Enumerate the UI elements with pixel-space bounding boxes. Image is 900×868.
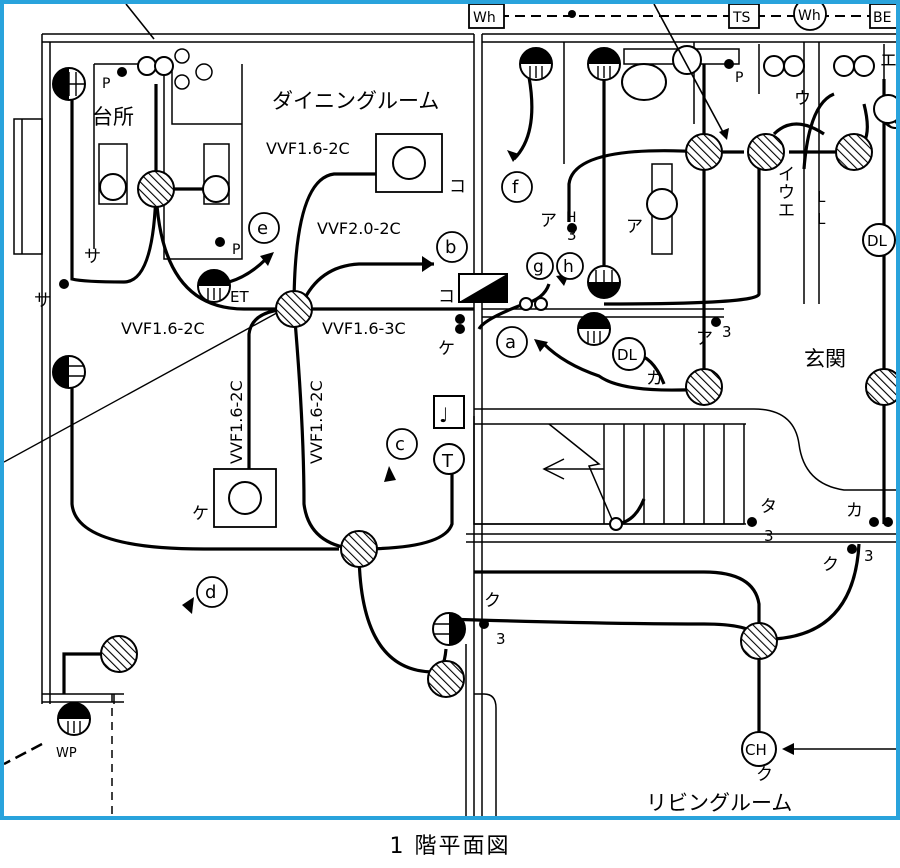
stove-outlet-icon [137, 48, 213, 90]
svg-text:3: 3 [864, 547, 874, 565]
marker-b: b [445, 237, 456, 258]
marker-e: e [257, 218, 268, 239]
outlet-icon [57, 702, 91, 736]
panel-wh: Wh [798, 8, 821, 24]
symbol-t: T [441, 451, 454, 472]
cable-label: VVF1.6-2C [121, 319, 205, 338]
light-icon [202, 143, 230, 205]
svg-text:ケ: ケ [438, 339, 455, 359]
ch-icon [741, 731, 777, 767]
svg-text:3: 3 [764, 527, 774, 545]
walls [4, 15, 896, 816]
marker-h: h [563, 257, 574, 277]
chime-icon [433, 395, 465, 429]
wall-light-icon [213, 468, 277, 528]
outlet-icon [52, 355, 86, 389]
sink-icon [621, 45, 702, 101]
svg-text:イ: イ [778, 165, 795, 185]
outlet-icon [587, 265, 621, 299]
svg-text:ウ: ウ [794, 89, 811, 109]
dl-icon [612, 223, 896, 371]
fixtures [52, 4, 896, 767]
panel-icon [468, 4, 896, 31]
outlet-icon [432, 612, 466, 646]
svg-text:ウ: ウ [778, 183, 795, 203]
room-living: リビングルーム [646, 791, 792, 815]
junction-boxes [100, 99, 896, 698]
symbol-p: P [232, 242, 240, 258]
outlet-icon [519, 47, 553, 81]
cable-label: VVF2.0-2C [317, 219, 401, 238]
floor-plan: 台所 ダイニングルーム 玄関 リビングルーム VVF1.6-2C VVF2.0-… [4, 4, 896, 816]
marker-c: c [395, 434, 405, 455]
svg-text:ア: ア [696, 329, 713, 349]
svg-text:サ: サ [34, 291, 51, 311]
symbol-p: P [735, 70, 743, 86]
svg-text:エ: エ [880, 51, 896, 71]
symbol-note: ♩ [439, 403, 448, 427]
svg-text:ク: ク [822, 555, 839, 575]
outlet-icon [577, 312, 611, 346]
cable-label: VVF1.6-3C [322, 319, 406, 338]
panel-be: BE [873, 10, 891, 26]
room-kitchen: 台所 [92, 105, 134, 129]
symbol-dl: DL [867, 232, 888, 250]
svg-text:3: 3 [722, 323, 732, 341]
svg-text:ケ: ケ [192, 504, 209, 524]
cable-label: VVF1.6-2C [266, 139, 350, 158]
light-icon [98, 143, 128, 205]
marker-a: a [505, 332, 516, 353]
cable-label: VVF1.6-2C [307, 380, 326, 464]
svg-text:L: L [817, 188, 826, 206]
wall-light-icon [375, 133, 443, 193]
svg-text:カ: カ [646, 369, 663, 389]
switch-icon [458, 273, 548, 311]
marker-d: d [205, 582, 216, 603]
labels: 台所 ダイニングルーム 玄関 リビングルーム VVF1.6-2C VVF2.0-… [34, 8, 896, 815]
meter-icon [763, 55, 896, 124]
svg-text:ク: ク [484, 591, 501, 611]
markers [196, 171, 584, 608]
svg-text:タ: タ [760, 497, 777, 517]
symbol-et: ET [230, 288, 249, 306]
symbol-wp: WP [56, 746, 77, 761]
diagram-frame: 台所 ダイニングルーム 玄関 リビングルーム VVF1.6-2C VVF2.0-… [0, 0, 900, 820]
svg-text:3: 3 [496, 630, 506, 648]
panel-wh: Wh [473, 10, 496, 26]
svg-text:ア: ア [626, 217, 643, 237]
symbol-ch: CH [745, 741, 767, 759]
svg-text:サ: サ [84, 247, 101, 267]
thermostat-icon [433, 443, 465, 475]
outlet-icon [587, 47, 621, 81]
svg-text:ク: ク [756, 765, 773, 785]
light-icon [646, 163, 678, 255]
svg-text:ア: ア [540, 211, 557, 231]
marker-g: g [533, 257, 544, 277]
outlet-icon [52, 67, 86, 101]
symbol-p: P [102, 76, 110, 92]
cable-label: VVF1.6-2C [227, 380, 246, 464]
outlet-icon [197, 269, 231, 303]
panel-ts: TS [732, 10, 751, 26]
svg-text:3: 3 [567, 226, 577, 244]
svg-text:コ: コ [438, 287, 455, 307]
room-dining: ダイニングルーム [272, 89, 439, 113]
marker-f: f [512, 177, 519, 198]
svg-text:H: H [566, 210, 577, 226]
svg-text:コ: コ [449, 177, 466, 197]
svg-text:エ: エ [778, 201, 795, 221]
svg-text:カ: カ [846, 501, 863, 521]
figure-caption: 1 階平面図 [389, 834, 511, 859]
symbol-dl: DL [617, 346, 638, 364]
room-entrance: 玄関 [804, 347, 846, 371]
svg-text:L: L [817, 210, 826, 228]
